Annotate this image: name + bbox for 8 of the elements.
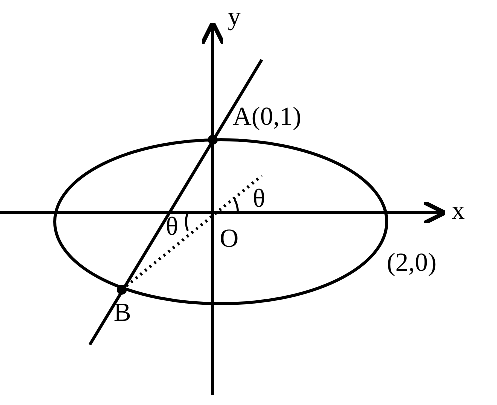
origin-label: O [220, 226, 239, 252]
point-label: B [114, 300, 132, 326]
angle-label: θ [166, 214, 178, 240]
axis-label: y [228, 4, 241, 30]
axis-label: x [452, 198, 465, 224]
angle-label: θ [253, 186, 266, 212]
point-label: A(0,1) [233, 104, 302, 130]
point-label: (2,0) [387, 250, 437, 276]
